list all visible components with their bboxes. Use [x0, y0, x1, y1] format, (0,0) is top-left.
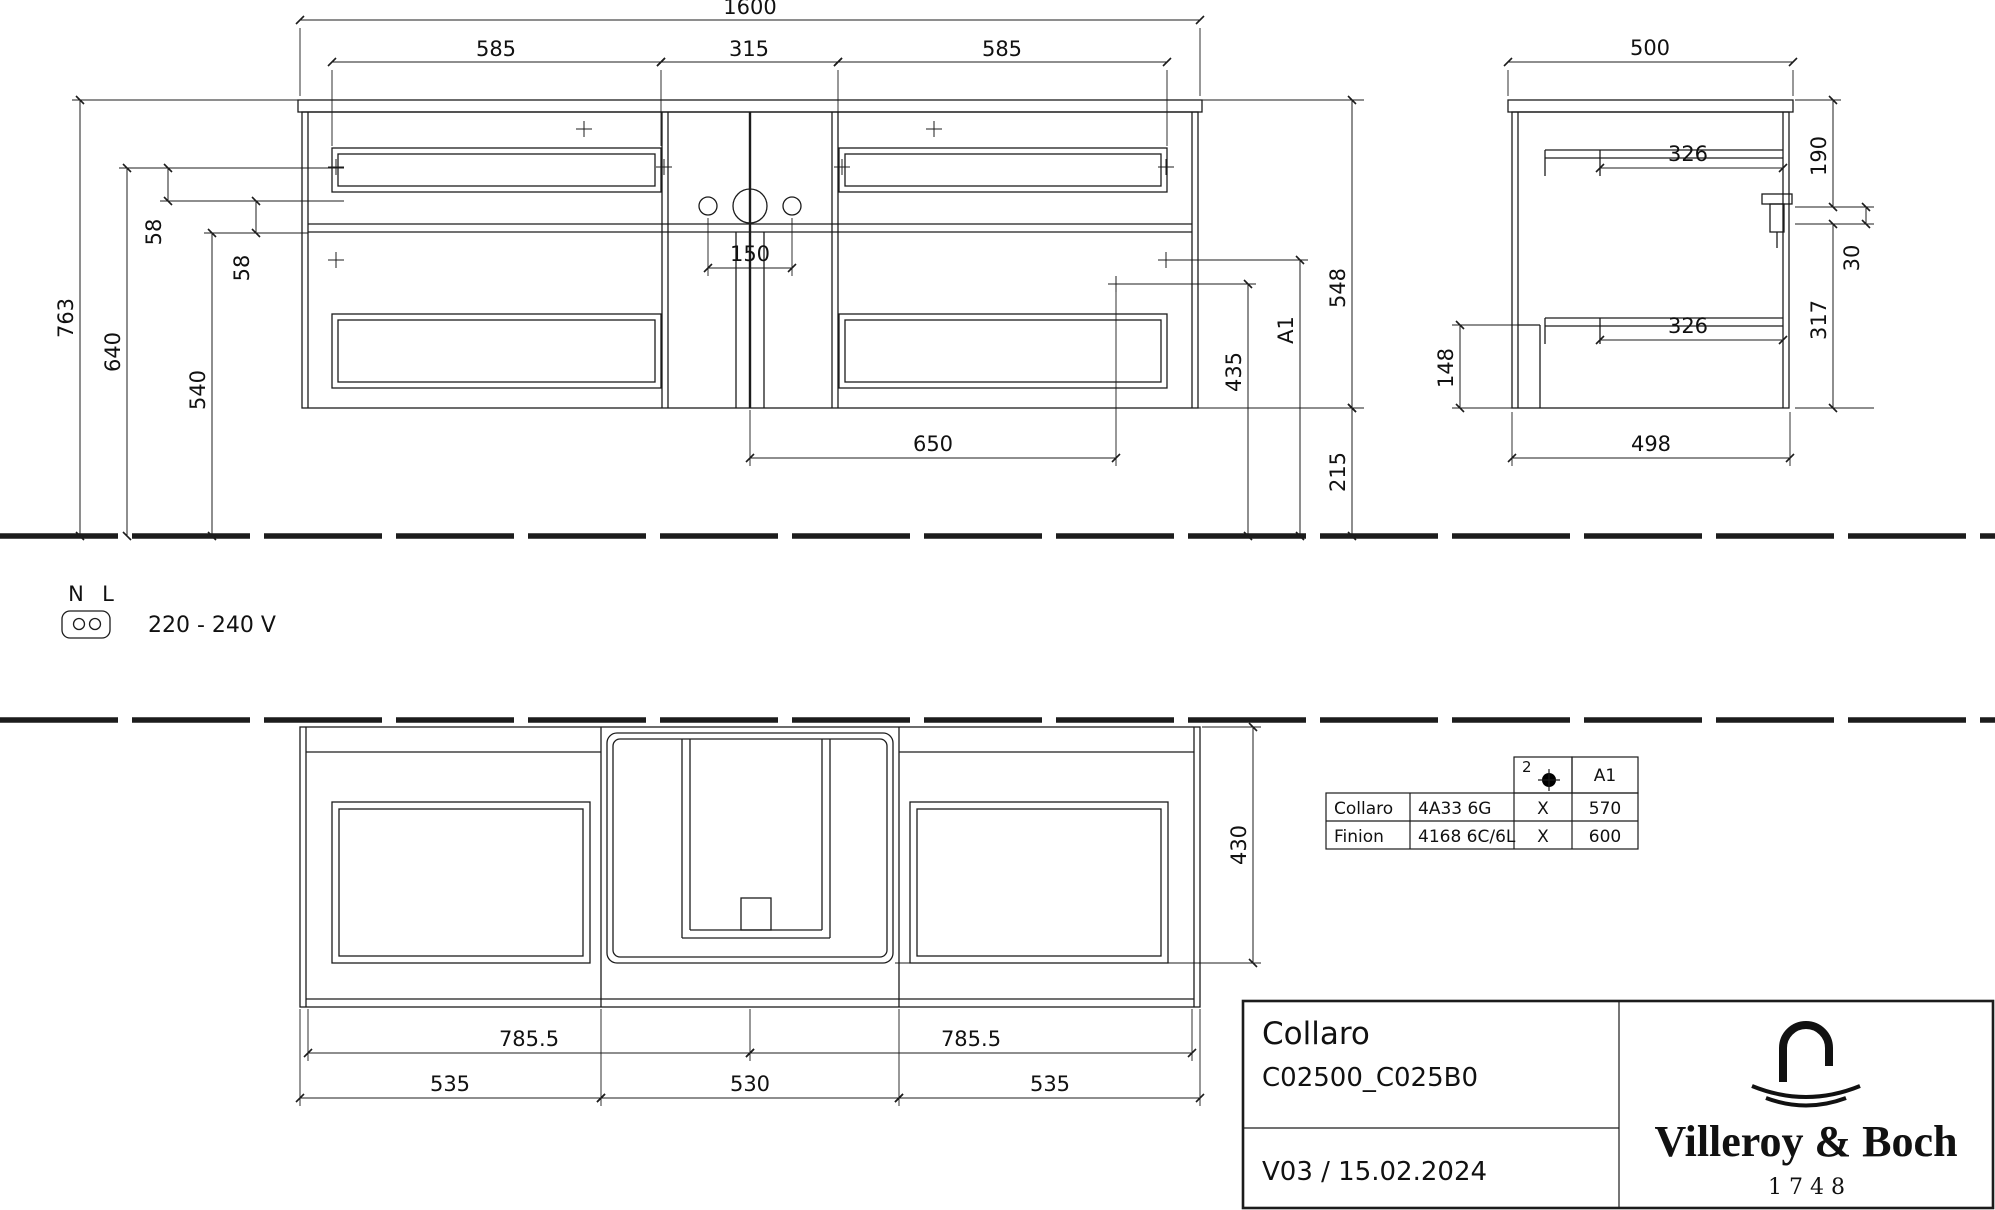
table-row-name: Finion	[1334, 827, 1384, 847]
dim-326-bottom: 326	[1668, 314, 1708, 338]
faucet-hole-right	[782, 196, 802, 216]
table-row-value: 570	[1589, 799, 1621, 819]
dim-640: 640	[101, 332, 125, 372]
dim-A1: A1	[1274, 316, 1298, 344]
dim-585-right: 585	[982, 37, 1022, 61]
side-view	[1507, 99, 1794, 409]
dim-1600: 1600	[723, 0, 776, 19]
dim-326-top: 326	[1668, 142, 1708, 166]
dim-498: 498	[1631, 432, 1671, 456]
dim-150: 150	[730, 242, 770, 266]
article-number: C02500_C025B0	[1262, 1063, 1478, 1093]
position-symbol-icon	[1538, 769, 1560, 791]
drain-fitting	[1761, 193, 1793, 205]
dim-785-left: 785.5	[499, 1027, 559, 1051]
dim-315: 315	[729, 37, 769, 61]
side-cabinet-body	[1511, 111, 1790, 409]
villeroy-boch-logo-icon	[1751, 1021, 1861, 1108]
dim-535-right: 535	[1030, 1072, 1070, 1096]
dim-500: 500	[1630, 36, 1670, 60]
plan-dimensions: 430 785.5 785.5 535 530 535	[295, 722, 1261, 1106]
dim-763: 763	[54, 298, 78, 338]
voltage-label: 220 - 240 V	[148, 613, 276, 638]
label-l: L	[102, 582, 114, 606]
dim-785-right: 785.5	[941, 1027, 1001, 1051]
dim-215: 215	[1326, 452, 1350, 492]
dim-30: 30	[1840, 245, 1864, 272]
dim-58-a: 58	[142, 219, 166, 246]
dim-430: 430	[1227, 825, 1251, 865]
product-name: Collaro	[1262, 1016, 1370, 1052]
dim-650: 650	[913, 432, 953, 456]
front-dimensions: 1600 585 315 585 763 640 58 58 540 548 2…	[54, 0, 1364, 541]
table-row-code: 4168 6C/6L	[1418, 827, 1516, 847]
dim-190: 190	[1807, 136, 1831, 176]
table-row-code: 4A33 6G	[1418, 799, 1491, 819]
plan-right-drawer	[909, 801, 1169, 964]
table-header-note: 2	[1522, 758, 1532, 776]
dim-148: 148	[1434, 348, 1458, 388]
dim-540: 540	[186, 370, 210, 410]
table-row-mark: X	[1537, 799, 1549, 819]
table-row-value: 600	[1589, 827, 1621, 847]
title-block: Collaro C02500_C025B0 V03 / 15.02.2024 V…	[1241, 999, 1995, 1210]
socket-icon	[61, 610, 111, 639]
plan-view	[299, 726, 1201, 1008]
plan-left-drawer	[331, 801, 591, 964]
brand-name: Villeroy & Boch	[1654, 1117, 1957, 1166]
table-header-a1: A1	[1594, 766, 1616, 786]
dim-585-left: 585	[476, 37, 516, 61]
table-row-name: Collaro	[1334, 799, 1393, 819]
basin-outline	[606, 732, 894, 964]
dim-435: 435	[1222, 352, 1246, 392]
spec-table: 2 A1 Collaro 4A33 6G X 570 Finion 4168 6…	[1325, 756, 1639, 850]
front-view	[297, 99, 1203, 409]
drain-outline	[740, 897, 772, 931]
table-row-mark: X	[1537, 827, 1549, 847]
front-top-panel	[297, 99, 1203, 113]
dim-530: 530	[730, 1072, 770, 1096]
dim-535-left: 535	[430, 1072, 470, 1096]
side-dimensions: 500 326 190 30 317 326 148 498	[1434, 36, 1874, 466]
plan-outline	[299, 726, 1201, 1008]
dim-548: 548	[1326, 268, 1350, 308]
faucet-hole-center	[732, 188, 768, 224]
side-top-panel	[1507, 99, 1794, 113]
brand-year: 1748	[1768, 1175, 1852, 1200]
version-date: V03 / 15.02.2024	[1262, 1157, 1487, 1187]
label-n: N	[68, 582, 84, 606]
electrical-connection: N L 220 - 240 V	[61, 582, 276, 639]
faucet-hole-left	[698, 196, 718, 216]
dim-317: 317	[1807, 300, 1831, 340]
dim-58-b: 58	[230, 255, 254, 282]
